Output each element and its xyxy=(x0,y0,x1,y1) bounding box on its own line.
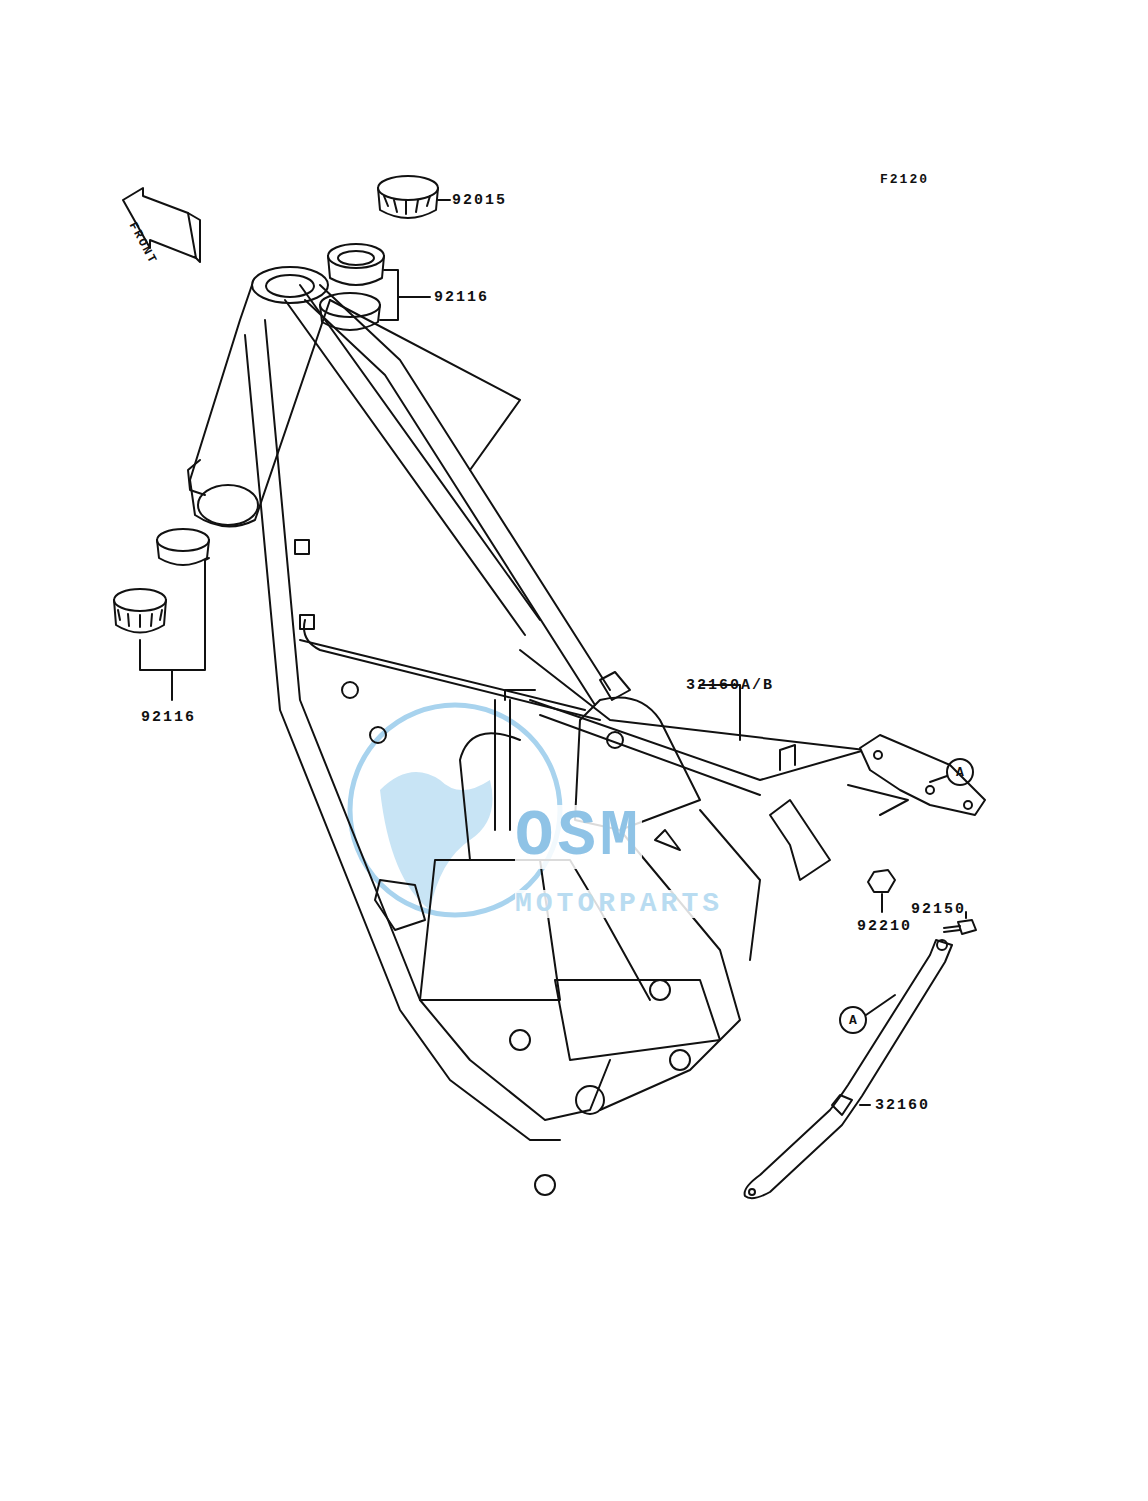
callout-number: 92015 xyxy=(452,193,507,208)
callout-number: 92210 xyxy=(857,919,912,934)
watermark: MOTORPARTS xyxy=(515,890,723,918)
reference-letter: A xyxy=(849,1014,857,1027)
callout-number: 92150 xyxy=(911,902,966,917)
watermark: OSM xyxy=(515,805,642,869)
callout-number: 92116 xyxy=(434,290,489,305)
callout-number: 92116 xyxy=(141,710,196,725)
callout-number: 32160A/B xyxy=(686,678,774,693)
callout-number: 32160 xyxy=(875,1098,930,1113)
reference-letter: A xyxy=(956,766,964,779)
figure-code: F2120 xyxy=(880,173,929,186)
